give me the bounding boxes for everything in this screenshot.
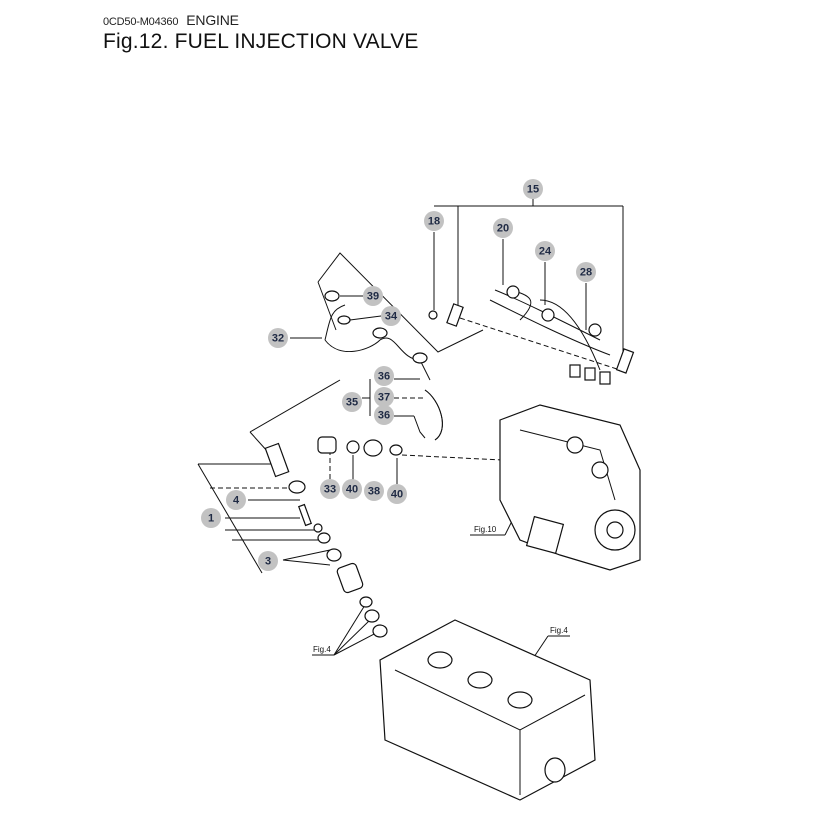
callout-39: 39: [363, 286, 383, 306]
callout-3: 3: [258, 551, 278, 571]
callout-bubble: [258, 551, 278, 571]
callout-label: 39: [367, 291, 379, 303]
callout-label: 35: [346, 397, 358, 409]
callout-label: 4: [233, 495, 240, 507]
callout-label: 32: [272, 333, 284, 345]
callout-label: 40: [346, 484, 358, 496]
fig-ref-pump: Fig.10: [474, 525, 497, 534]
callout-label: 24: [539, 246, 552, 258]
callout-36: 36: [374, 366, 394, 386]
callout-label: 40: [391, 489, 403, 501]
callout-label: 37: [378, 392, 390, 404]
callout-35: 35: [342, 392, 362, 412]
callout-18: 18: [424, 211, 444, 231]
callout-1: 1: [201, 508, 221, 528]
callout-37: 37: [374, 387, 394, 407]
nozzle-assembly: [264, 436, 403, 638]
section-name: ENGINE: [186, 12, 239, 28]
callout-38: 38: [364, 481, 384, 501]
callout-40: 40: [342, 479, 362, 499]
callout-bubble: [226, 490, 246, 510]
callout-bubble: [535, 241, 555, 261]
callout-32: 32: [268, 328, 288, 348]
callout-label: 3: [265, 556, 271, 568]
callout-4: 4: [226, 490, 246, 510]
injection-pump-drawing: [499, 404, 641, 571]
callout-bubble: [424, 211, 444, 231]
part-code: 0CD50-M04360: [103, 16, 179, 28]
callout-bubble: [381, 306, 401, 326]
callout-bubble: [342, 392, 362, 412]
cylinder-head-drawing: [379, 619, 596, 801]
callout-28: 28: [576, 262, 596, 282]
fig-ref-seals: Fig.4: [313, 645, 331, 654]
callout-33: 33: [320, 479, 340, 499]
callout-bubble: [493, 218, 513, 238]
callout-label: 1: [208, 513, 214, 525]
document-code: 0CD50-M04360 ENGINE: [103, 12, 239, 28]
callout-36: 36: [374, 405, 394, 425]
leader-lines: [197, 199, 624, 661]
callout-label: 15: [527, 184, 539, 196]
callout-bubble: [342, 479, 362, 499]
callout-label: 34: [385, 311, 398, 323]
callout-bubble: [374, 366, 394, 386]
callout-bubble: [374, 387, 394, 407]
callout-label: 18: [428, 216, 440, 228]
callout-label: 28: [580, 267, 592, 279]
callout-15: 15: [523, 179, 543, 199]
callout-20: 20: [493, 218, 513, 238]
callout-bubble: [268, 328, 288, 348]
callout-34: 34: [381, 306, 401, 326]
callout-label: 38: [368, 486, 380, 498]
callout-bubble: [201, 508, 221, 528]
callout-bubble: [374, 405, 394, 425]
callout-label: 33: [324, 484, 336, 496]
callout-bubble: [320, 479, 340, 499]
callout-bubble: [576, 262, 596, 282]
callout-label: 36: [378, 410, 390, 422]
callout-bubble: [363, 286, 383, 306]
callout-bubble: [523, 179, 543, 199]
callout-bubble: [387, 484, 407, 504]
fig-ref-head: Fig.4: [550, 626, 568, 635]
callout-24: 24: [535, 241, 555, 261]
callout-label: 20: [497, 223, 509, 235]
injection-pipes: [324, 290, 443, 441]
callout-label: 36: [378, 371, 390, 383]
pipe-assembly-15: [428, 285, 635, 385]
callout-bubble: [364, 481, 384, 501]
figure-title: Fig.12. FUEL INJECTION VALVE: [103, 30, 419, 53]
callout-40: 40: [387, 484, 407, 504]
